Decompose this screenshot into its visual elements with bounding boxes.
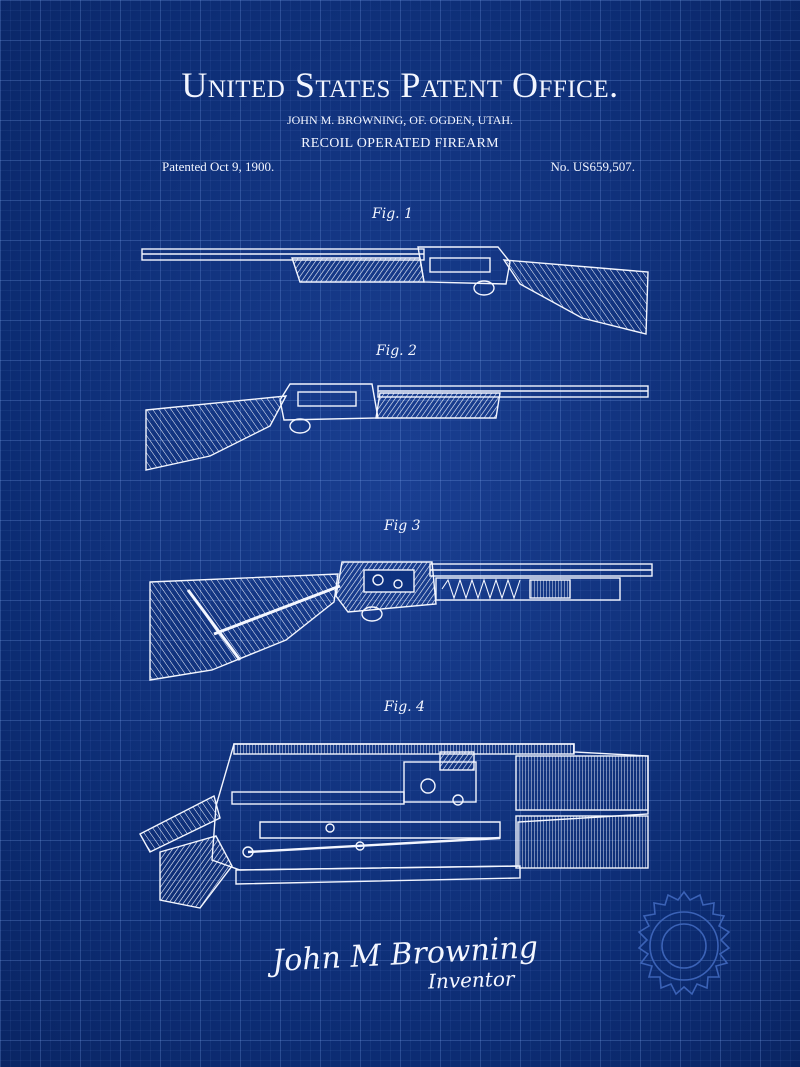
fig2-label: Fig. 2 bbox=[376, 343, 417, 359]
embossed-seal-icon bbox=[637, 890, 731, 996]
patent-date: Patented Oct 9, 1900. bbox=[162, 159, 275, 174]
fig4-label: Fig. 4 bbox=[384, 699, 425, 715]
page-title: United States Patent Office. bbox=[181, 65, 619, 105]
invention-title: RECOIL OPERATED FIREARM bbox=[301, 136, 499, 151]
signature-role: Inventor bbox=[427, 966, 515, 994]
inventor-line: JOHN M. BROWNING, OF. OGDEN, UTAH. bbox=[286, 113, 514, 127]
fig1-label: Fig. 1 bbox=[372, 206, 413, 222]
fig3-label: Fig 3 bbox=[384, 518, 421, 534]
patent-number: No. US659,507. bbox=[550, 159, 635, 174]
